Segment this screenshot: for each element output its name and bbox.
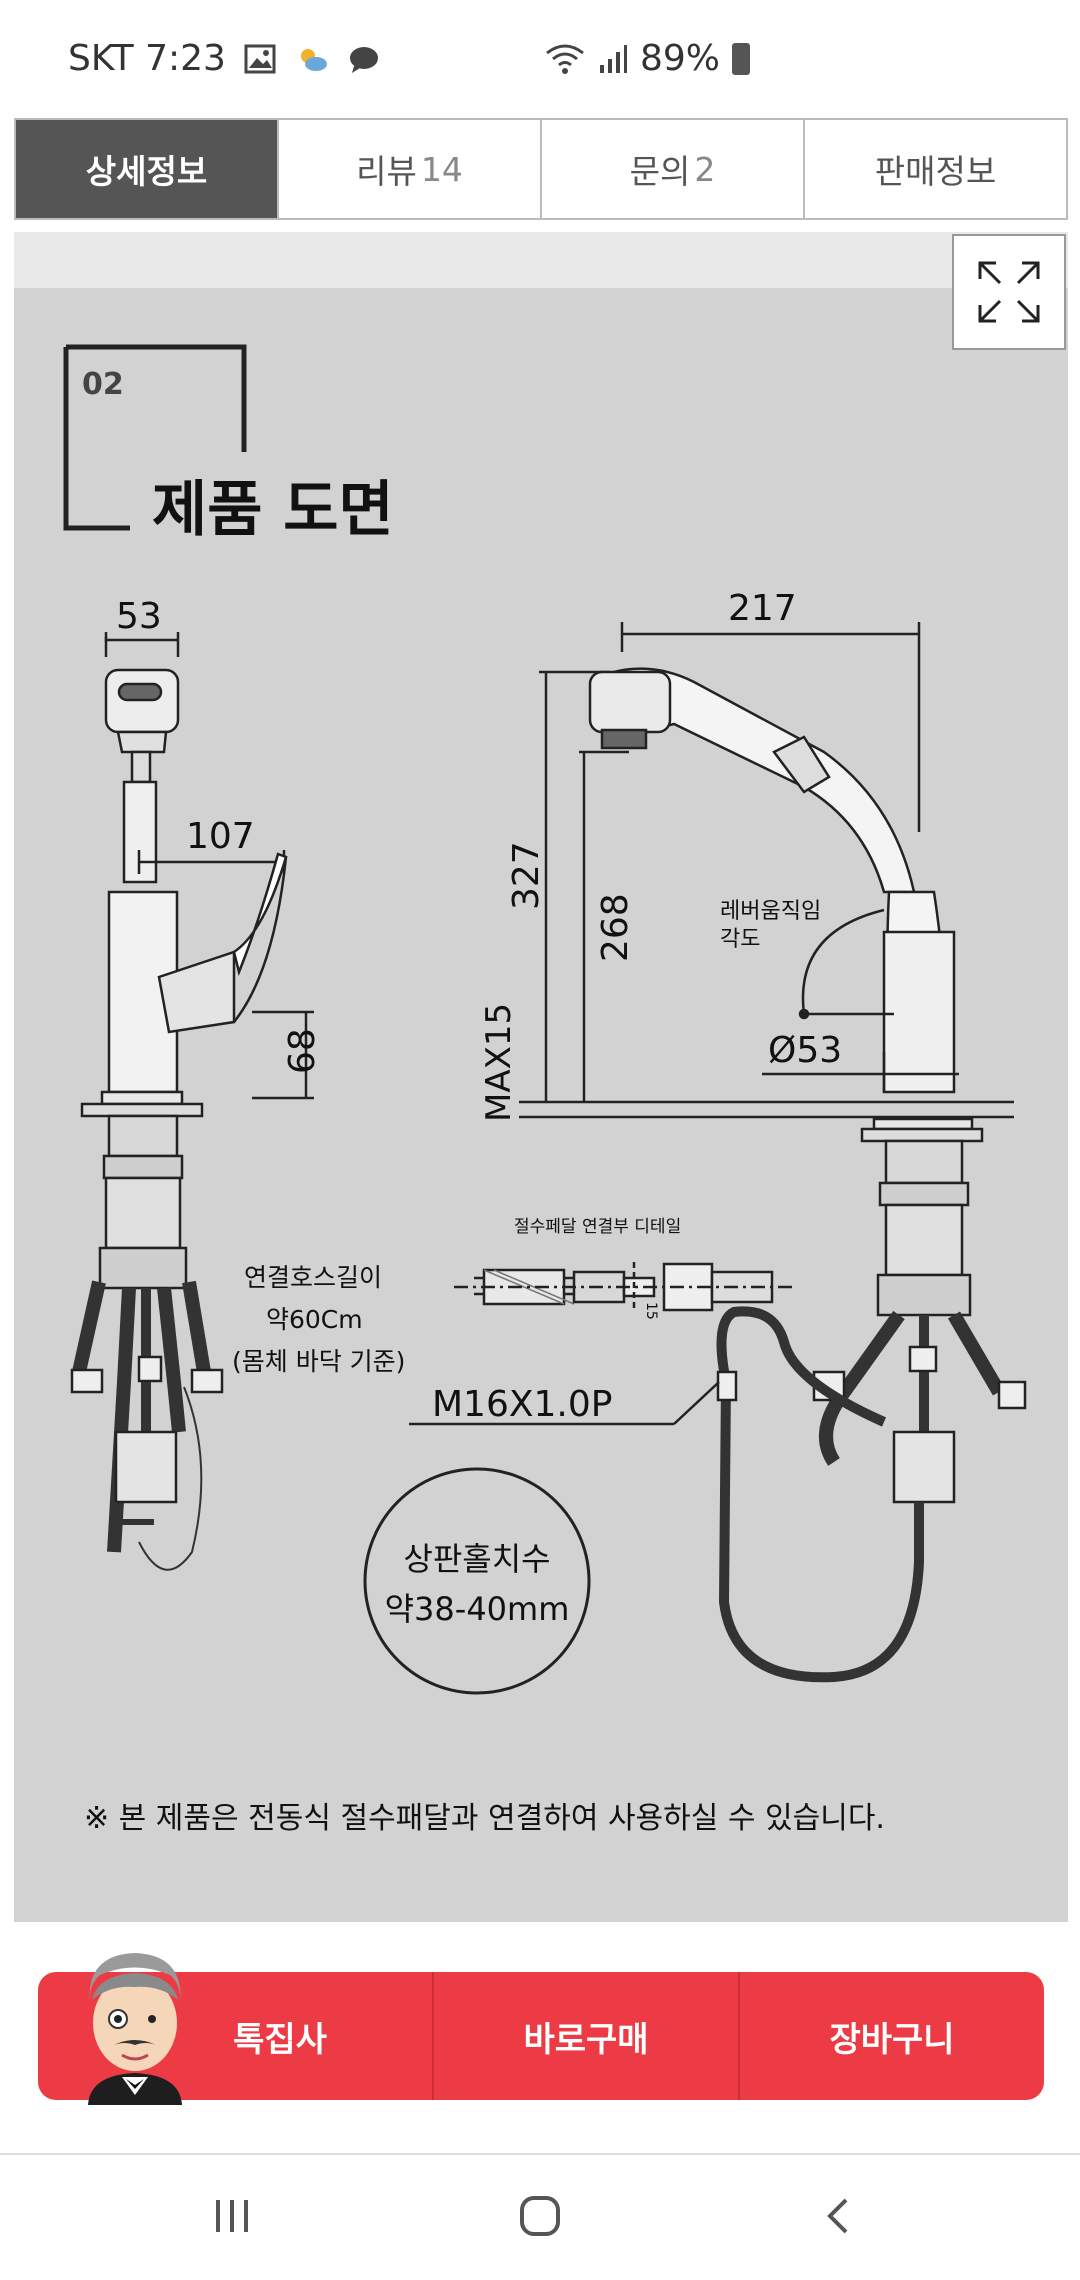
lever-note: 각도 [720,927,760,952]
bottom-action-bar: 톡집사 바로구매 장바구니 [38,1972,1044,2100]
back-button[interactable] [800,2186,880,2246]
hose-note: 약60Cm [266,1305,363,1334]
battery-text: 89% [639,38,720,79]
image-icon [244,44,276,73]
expand-image-button[interactable] [952,234,1066,350]
dim-spout-height: 268 [595,893,636,962]
hose-note: (몸체 바닥 기준) [232,1347,405,1376]
tab-detail[interactable]: 상세정보 [16,120,279,218]
tab-count: 14 [420,149,463,189]
detail-dim: 15 [643,1302,659,1320]
status-left: SKT 7:23 [68,38,380,79]
carrier-time: SKT 7:23 [68,38,226,79]
button-label: 바로구매 [523,2019,649,2060]
button-label: 장바구니 [829,2019,955,2060]
back-icon [827,2198,848,2234]
dim-total-height: 327 [506,841,547,910]
technical-drawing: 02 제품 도면 [63,344,1027,1836]
divider [0,2153,1080,2155]
tab-label: 리뷰 [356,152,417,191]
buy-now-button[interactable]: 바로구매 [434,1972,740,2100]
section-number: 02 [82,367,124,402]
section-title: 제품 도면 [152,475,394,545]
chat-icon [349,46,378,73]
dim-max: MAX15 [479,1003,519,1122]
dim-spout-length: 217 [728,588,797,629]
status-right: 89% [544,38,750,79]
home-button[interactable] [500,2186,580,2246]
dim-lever-length: 107 [186,816,255,857]
weather-icon [300,48,327,71]
panel-top-strip [14,232,1068,288]
tab-count: 2 [694,149,716,189]
battery-icon [732,42,750,75]
dim-diameter: Ø53 [768,1030,842,1071]
system-nav-bar [0,2156,1080,2280]
tab-label: 문의 [629,152,691,191]
add-to-cart-button[interactable]: 장바구니 [740,1972,1044,2100]
hole-title: 상판홀치수 [403,1540,550,1578]
heading-frame [66,344,247,452]
dim-base-height: 68 [282,1028,323,1074]
heading-frame [63,347,130,531]
recent-apps-button[interactable] [192,2186,272,2246]
signal-icon [599,44,627,73]
hose-note: 연결호스길이 [244,1263,382,1292]
status-bar: SKT 7:23 89% [0,0,1080,110]
tab-label: 판매정보 [874,152,997,191]
chat-assistant-button[interactable]: 톡집사 [38,1972,434,2100]
dim-width-top: 53 [116,596,162,637]
hole-size: 약38-40mm [385,1590,570,1628]
tab-seller-info[interactable]: 판매정보 [805,120,1066,218]
wifi-icon [546,44,584,74]
expand-icon [978,261,1040,323]
detail-title: 절수페달 연결부 디테일 [514,1217,681,1237]
recent-apps-icon [216,2200,248,2232]
lever-note: 레버움직임 [720,899,821,924]
thread-spec: M16X1.0P [432,1384,613,1425]
footnote: ※ 본 제품은 전동식 절수패달과 연결하여 사용하실 수 있습니다. [84,1801,885,1836]
tab-label: 상세정보 [85,152,208,191]
butler-mascot-icon[interactable] [70,1945,200,2105]
home-icon [520,2196,560,2236]
button-label: 톡집사 [233,2019,327,2060]
